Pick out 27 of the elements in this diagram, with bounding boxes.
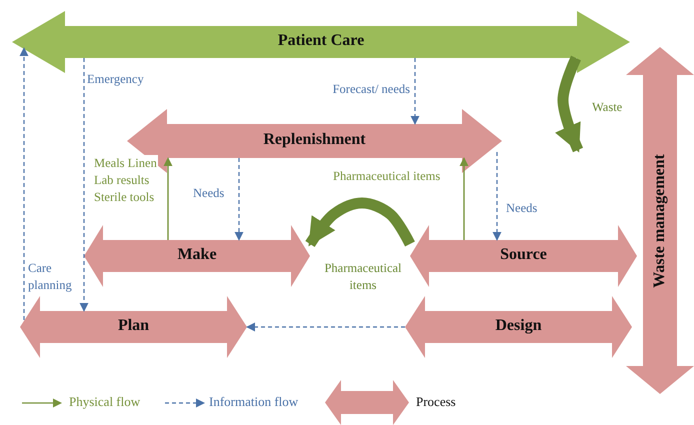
curved-arrow bbox=[555, 56, 584, 153]
process-shape bbox=[12, 11, 630, 73]
arrow bbox=[164, 157, 172, 240]
arrow bbox=[410, 58, 420, 125]
legend-label: Physical flow bbox=[69, 394, 140, 410]
process-label: Design bbox=[494, 317, 543, 335]
curved-arrow bbox=[305, 198, 415, 247]
process-label: Waste management bbox=[651, 154, 669, 288]
process-label: Source bbox=[499, 246, 548, 264]
arrow bbox=[234, 158, 244, 241]
process-shape bbox=[84, 225, 310, 287]
process-label: Replenishment bbox=[262, 131, 367, 149]
arrow bbox=[246, 322, 405, 332]
legend-label: Process bbox=[416, 394, 456, 410]
arrow bbox=[492, 152, 502, 241]
process-shape bbox=[127, 109, 502, 173]
process-label: Make bbox=[176, 246, 218, 264]
process-shape bbox=[626, 47, 694, 394]
process-label: Plan bbox=[116, 317, 150, 335]
arrow bbox=[80, 58, 88, 312]
process-shape bbox=[20, 296, 247, 358]
legend-label: Information flow bbox=[209, 394, 298, 410]
process-shape bbox=[405, 296, 632, 358]
arrow bbox=[20, 47, 28, 320]
process-shape bbox=[410, 225, 637, 287]
arrow bbox=[460, 157, 468, 240]
process-label: Patient Care bbox=[276, 32, 366, 50]
